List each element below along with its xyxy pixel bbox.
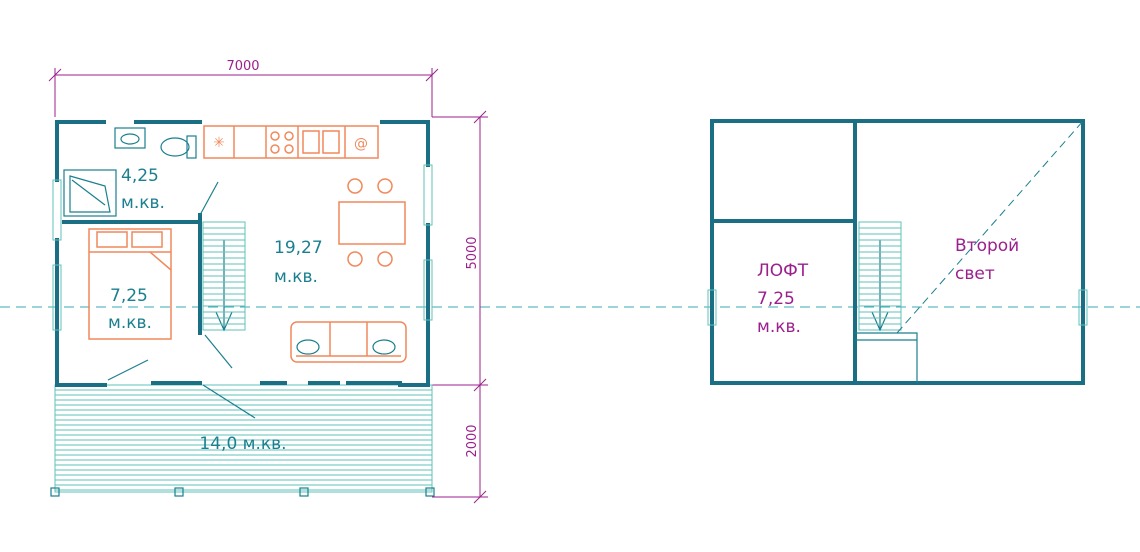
upper-stairs: [858, 221, 902, 332]
terrace-posts: [50, 487, 435, 497]
bed-icon: [88, 228, 172, 340]
living-unit: м.кв.: [274, 267, 318, 287]
loft-title: ЛОФТ: [757, 261, 809, 281]
sofa-icon: [290, 321, 407, 363]
spiral-icon: @: [354, 136, 368, 152]
height-dimension: 5000 2000: [432, 110, 488, 504]
living-area: 19,27: [274, 238, 323, 258]
height-dimension-label: 5000: [465, 236, 480, 269]
terrace-deck: [55, 389, 432, 491]
snowflake-icon: ✳: [213, 135, 225, 151]
dining-table: [338, 178, 406, 267]
ground-stairs: [202, 221, 246, 332]
exterior-walls: [52, 120, 433, 387]
upper-floor-plan: ЛОФТ 7,25 м.кв. Второй свет: [707, 119, 1088, 385]
sink-icon: [114, 127, 146, 149]
loft-unit: м.кв.: [757, 317, 801, 337]
bathroom-unit: м.кв.: [121, 193, 165, 213]
width-dimension-label: 7000: [226, 59, 259, 74]
shower-icon: [63, 169, 117, 217]
interior-walls: [62, 181, 256, 419]
terrace-dimension-label: 2000: [465, 424, 480, 457]
second-light-diagonal: [896, 120, 1084, 334]
kitchen-counter: ✳ @: [203, 125, 379, 159]
bedroom-unit: м.кв.: [108, 313, 152, 333]
second-light-line1: Второй: [955, 236, 1019, 256]
stair-landing: [855, 332, 918, 383]
ground-floor-plan: 7000 5000 2000: [48, 59, 488, 504]
loft-area: 7,25: [757, 289, 795, 309]
second-light-line2: свет: [955, 264, 995, 284]
width-dimension: 7000: [48, 59, 439, 117]
toilet-icon: [160, 135, 197, 159]
bathroom-area: 4,25: [121, 166, 159, 186]
bedroom-area: 7,25: [110, 286, 148, 306]
terrace-label: 14,0 м.кв.: [199, 434, 286, 454]
